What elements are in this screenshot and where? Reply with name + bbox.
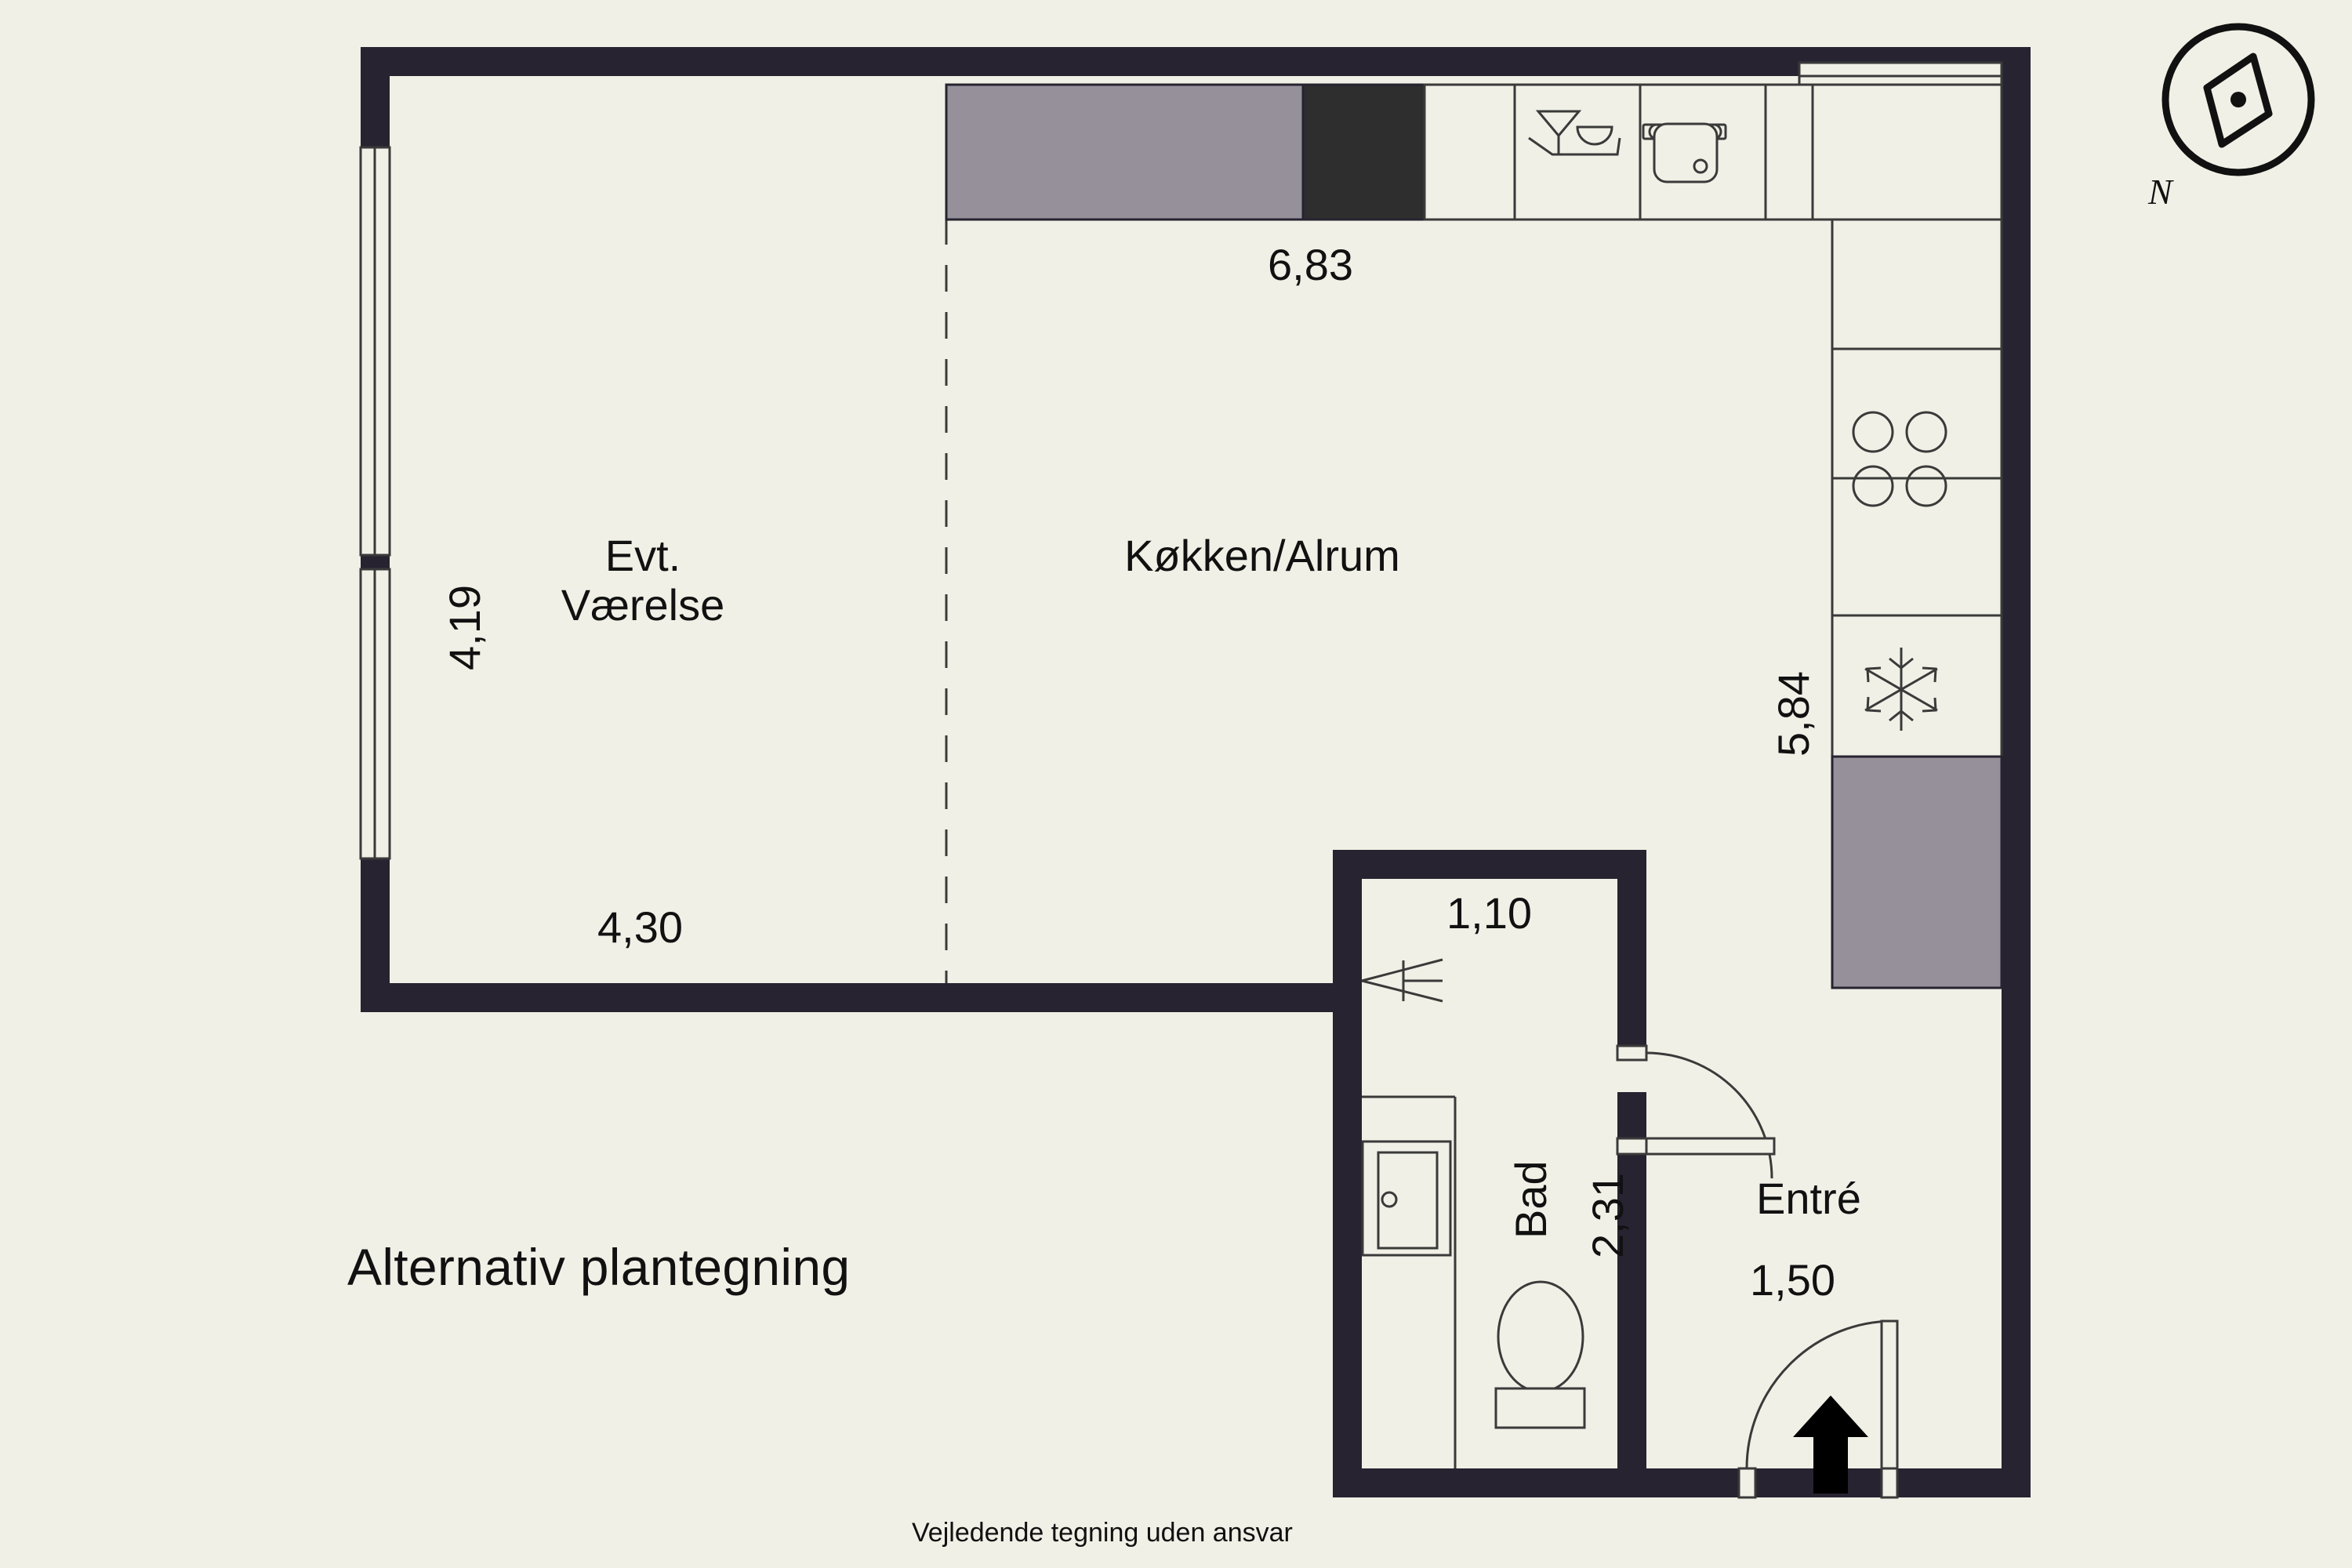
- dimension-bath-width: 1,10: [1446, 888, 1532, 938]
- dimension-bath-height: 2,31: [1583, 1173, 1632, 1258]
- compass-north-label: N: [2148, 172, 2172, 212]
- room-label-vaerelse: Evt. Værelse: [486, 531, 800, 630]
- window-left: [359, 146, 391, 860]
- compass-icon: [2161, 23, 2315, 176]
- exterior-walls: [361, 47, 2031, 1497]
- dimension-room-height: 4,19: [440, 585, 489, 670]
- dimension-kitchen-width: 6,83: [1268, 240, 1353, 289]
- kitchen-counter-top: [945, 83, 2003, 221]
- snowflake-icon: [1864, 648, 1938, 731]
- toilet-icon: [1494, 1280, 1586, 1429]
- dimension-entre-width: 1,50: [1750, 1255, 1835, 1305]
- room-label-entre: Entré: [1756, 1174, 1861, 1223]
- sink-faucet-icon: [1642, 122, 1727, 183]
- glassware-icon: [1528, 110, 1621, 156]
- shower-mixer-icon: [1361, 958, 1443, 1003]
- footer-disclaimer: Vejledende tegning uden ansvar: [912, 1518, 1293, 1548]
- washbasin-icon: [1361, 1140, 1452, 1257]
- page-title: Alternativ plantegning: [347, 1238, 851, 1296]
- up-arrow-icon: [1793, 1396, 1868, 1494]
- door-bath: [1616, 1044, 1776, 1179]
- room-label-bad: Bad: [1506, 1160, 1555, 1239]
- room-label-vaerelse-line2: Værelse: [561, 579, 725, 630]
- dimension-room-width: 4,30: [597, 902, 683, 952]
- dimension-kitchen-height: 5,84: [1769, 671, 1818, 757]
- room-label-kokken-alrum: Køkken/Alrum: [1004, 531, 1521, 581]
- room-label-vaerelse-line1: Evt.: [604, 531, 681, 580]
- room-label-kokken-alrum-line1: Køkken/Alrum: [1124, 531, 1400, 580]
- door-entry: [1737, 1319, 1899, 1499]
- stove-four-burner-icon: [1852, 411, 1947, 507]
- kitchen-counter-right: [1831, 218, 2003, 989]
